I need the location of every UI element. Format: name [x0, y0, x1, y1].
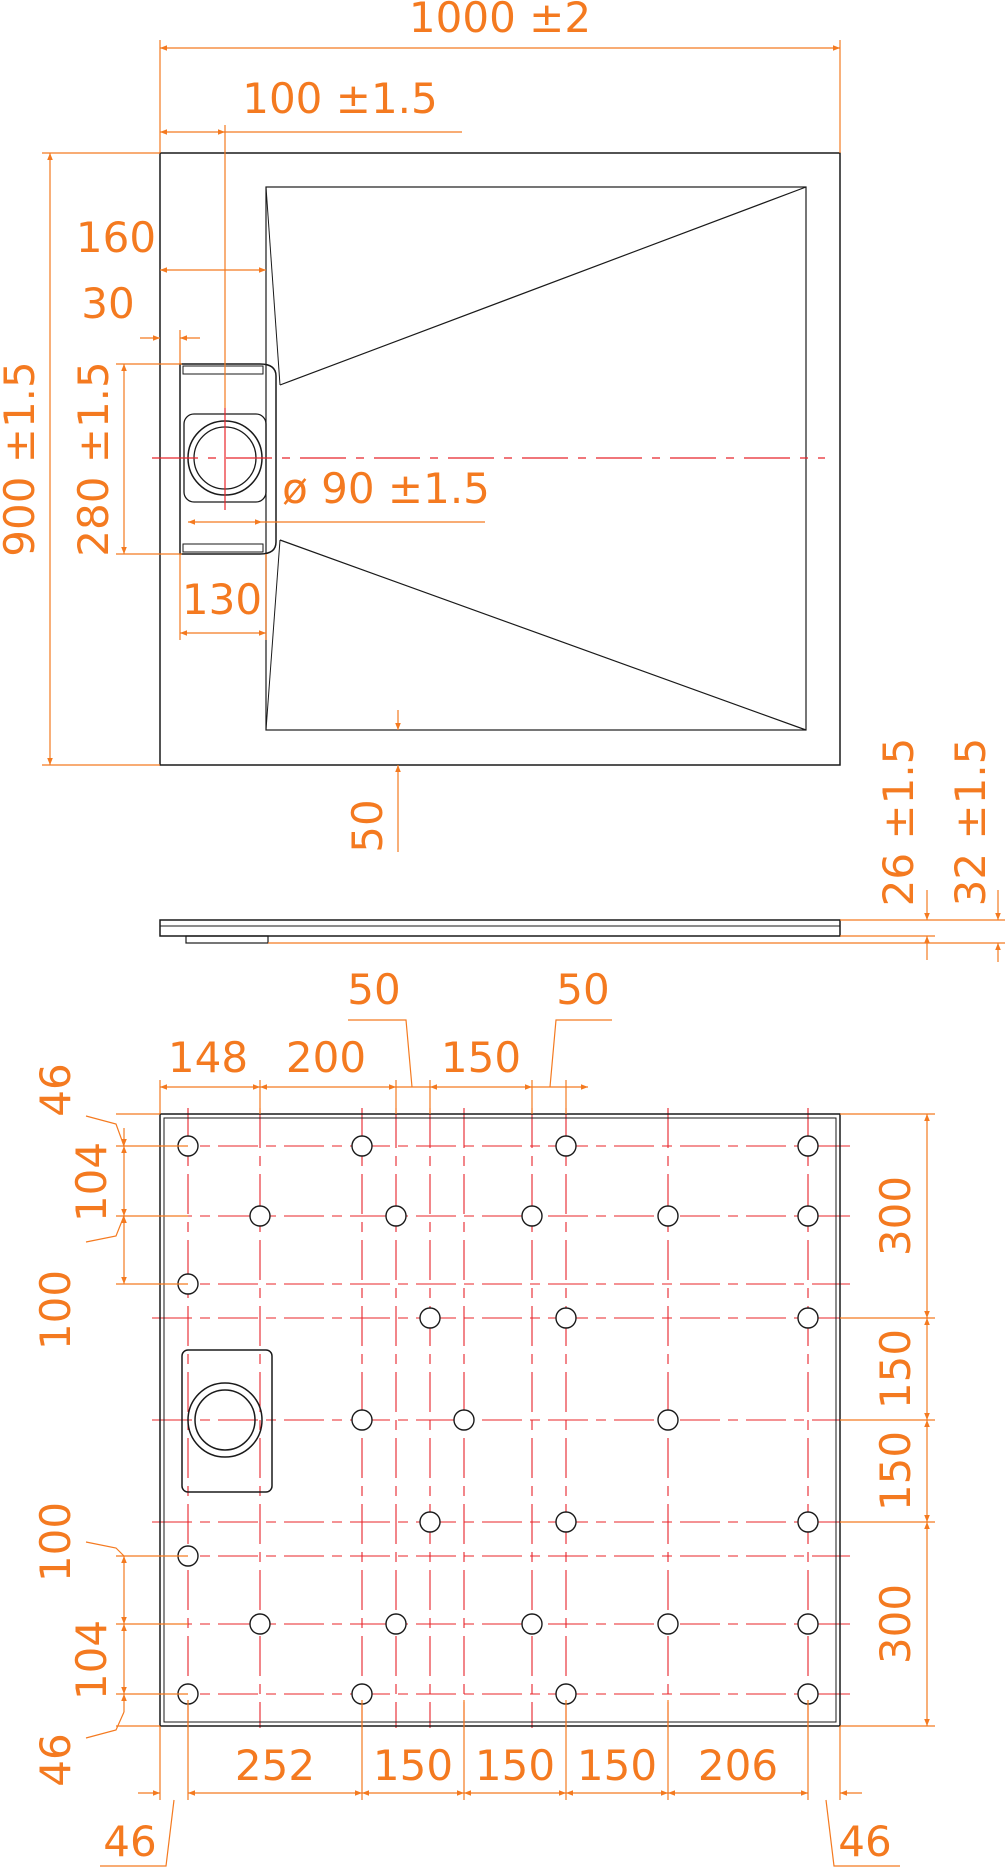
- drain-center-offset-label: 100 ±1.5: [242, 74, 438, 123]
- support-foot: [797, 1205, 819, 1227]
- drain-edge-offset-label: 160: [76, 213, 156, 262]
- bottom-top-callout-50-right: 50: [556, 965, 609, 1014]
- bottom-left-dim-100-top: 100: [31, 1270, 80, 1350]
- support-foot: [521, 1205, 543, 1227]
- support-grid: [152, 1108, 850, 1728]
- bottom-dim-150-a: 150: [373, 1741, 453, 1790]
- tray-underside-inner: [163, 1117, 837, 1723]
- support-foot: [351, 1135, 373, 1157]
- bottom-left-dim-100-bottom: 100: [31, 1502, 80, 1582]
- slope-line-upper: [279, 186, 807, 386]
- support-foot: [555, 1511, 577, 1533]
- support-foot: [797, 1511, 819, 1533]
- side-view: 26 ±1.5 32 ±1.5: [159, 738, 1005, 962]
- support-foot: [797, 1135, 819, 1157]
- support-foot: [249, 1613, 271, 1635]
- bottom-top-dim-200: 200: [286, 1033, 366, 1082]
- top-view-dimensions: [42, 40, 841, 852]
- support-feet: [177, 1135, 819, 1705]
- overall-width-label: 1000 ±2: [409, 0, 591, 42]
- support-foot: [521, 1613, 543, 1635]
- support-foot: [385, 1613, 407, 1635]
- support-foot: [555, 1307, 577, 1329]
- overall-depth-label: 900 ±1.5: [0, 361, 44, 557]
- support-foot: [419, 1511, 441, 1533]
- support-foot: [657, 1205, 679, 1227]
- support-foot: [419, 1307, 441, 1329]
- top-view-centerlines: [152, 408, 825, 510]
- bottom-right-dim-150-upper: 150: [871, 1329, 920, 1409]
- drain-slot-top: [182, 365, 264, 375]
- bottom-edge-dim-46-right: 46: [838, 1817, 891, 1866]
- bottom-view-dimensions: [85, 1019, 935, 1867]
- bottom-edge-dim-46-left: 46: [103, 1817, 156, 1866]
- bottom-left-dim-46-top: 46: [31, 1063, 80, 1116]
- tray-outer-edge: [159, 152, 841, 766]
- slope-line-lower: [279, 539, 807, 731]
- support-foot: [657, 1409, 679, 1431]
- side-height-b-label: 32 ±1.5: [946, 738, 995, 907]
- bottom-left-dim-104-bottom: 104: [67, 1620, 116, 1700]
- top-view-outline: [159, 152, 841, 766]
- bottom-dim-206: 206: [698, 1741, 778, 1790]
- top-view: 1000 ±2 100 ±1.5 160 30 ø 90 ±1.5 130 90…: [0, 0, 841, 853]
- bottom-view: 148 200 150 50 50 46 104 100 100 104 46 …: [31, 965, 935, 1867]
- drain-profile: [185, 935, 269, 944]
- support-foot: [797, 1613, 819, 1635]
- bottom-dim-150-c: 150: [577, 1741, 657, 1790]
- drain-diameter-label: ø 90 ±1.5: [282, 464, 490, 513]
- bottom-top-callout-50-left: 50: [347, 965, 400, 1014]
- support-foot: [351, 1409, 373, 1431]
- drain-cutout-length-label: 280 ±1.5: [69, 361, 118, 557]
- bottom-top-dim-148: 148: [168, 1033, 248, 1082]
- drain-slot-bottom: [182, 543, 264, 553]
- support-foot: [657, 1613, 679, 1635]
- drain-cutout-offset-label: 30: [81, 279, 134, 328]
- support-foot: [249, 1205, 271, 1227]
- underside-drain-housing: [181, 1349, 273, 1493]
- support-foot: [385, 1205, 407, 1227]
- tray-profile: [159, 919, 841, 937]
- drain-cutout: [179, 363, 277, 555]
- bottom-left-dim-46-bottom: 46: [31, 1733, 80, 1786]
- bottom-right-dim-300-bottom: 300: [871, 1584, 920, 1664]
- drain-cutout-width-label: 130: [182, 575, 262, 624]
- bottom-right-dim-150-lower: 150: [871, 1431, 920, 1511]
- support-foot: [797, 1307, 819, 1329]
- slope-line-left-lower: [265, 539, 281, 731]
- bottom-dim-252: 252: [235, 1741, 315, 1790]
- side-height-a-label: 26 ±1.5: [874, 738, 923, 907]
- rim-width-label: 50: [343, 799, 392, 852]
- support-foot: [453, 1409, 475, 1431]
- underside-drain-outer: [187, 1382, 263, 1458]
- underside-drain-inner: [194, 1389, 256, 1451]
- slope-line-left-upper: [265, 186, 281, 386]
- bottom-dim-150-b: 150: [475, 1741, 555, 1790]
- support-foot: [555, 1135, 577, 1157]
- bottom-top-dim-150: 150: [441, 1033, 521, 1082]
- bottom-left-dim-104-top: 104: [67, 1142, 116, 1222]
- bottom-right-dim-300-top: 300: [871, 1176, 920, 1256]
